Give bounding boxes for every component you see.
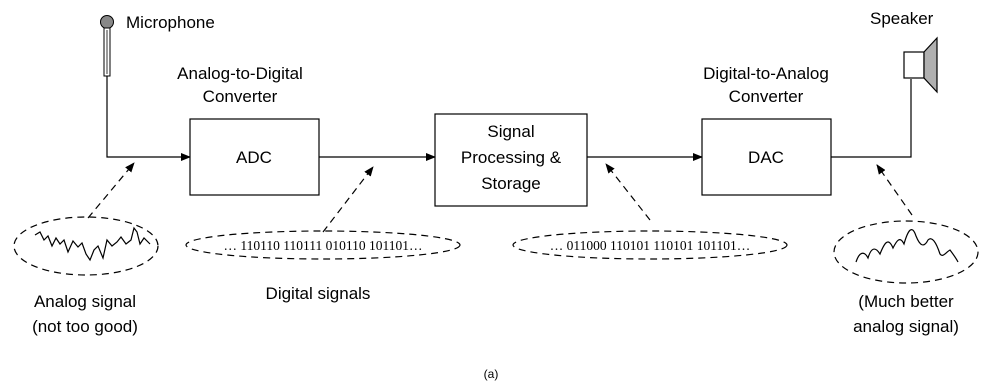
bits-left: … 110110 110111 010110 101101…: [224, 238, 423, 253]
analog-in-label-line2: (not too good): [32, 317, 138, 336]
speaker-icon: [903, 36, 938, 94]
microphone-icon: [100, 15, 114, 77]
noisy-waveform-icon: [34, 226, 151, 262]
speaker-label: Speaker: [870, 9, 934, 28]
analog-output-signal: [833, 220, 979, 284]
processing-label-line2: Processing &: [461, 148, 562, 167]
digital-stream-left: … 110110 110111 010110 101101…: [185, 230, 461, 260]
microphone-label: Microphone: [126, 13, 215, 32]
clean-waveform-icon: [855, 228, 959, 263]
processing-label-line1: Signal: [487, 122, 534, 141]
processing-block: Signal Processing & Storage: [434, 113, 588, 207]
dac-block: DAC: [701, 118, 832, 196]
analog-out-label-line2: analog signal): [853, 317, 959, 336]
adc-block: ADC: [189, 118, 320, 196]
dac-title-line2: Converter: [729, 87, 804, 106]
dac-label: DAC: [748, 148, 784, 167]
processing-label-line3: Storage: [481, 174, 541, 193]
adc-title-line1: Analog-to-Digital: [177, 64, 303, 83]
dac-title-line1: Digital-to-Analog: [703, 64, 829, 83]
analog-input-signal: [13, 216, 159, 276]
digital-signals-label: Digital signals: [266, 284, 371, 303]
digital-stream-right: … 011000 110101 110101 101101…: [512, 230, 788, 260]
pointer-arrows: [87, 162, 913, 233]
figure-caption: (a): [484, 367, 499, 381]
adc-title-line2: Converter: [203, 87, 278, 106]
analog-out-label-line1: (Much better: [858, 292, 954, 311]
adc-label: ADC: [236, 148, 272, 167]
signal-path: [106, 76, 912, 161]
bits-right: … 011000 110101 110101 101101…: [550, 238, 751, 253]
analog-in-label-line1: Analog signal: [34, 292, 136, 311]
